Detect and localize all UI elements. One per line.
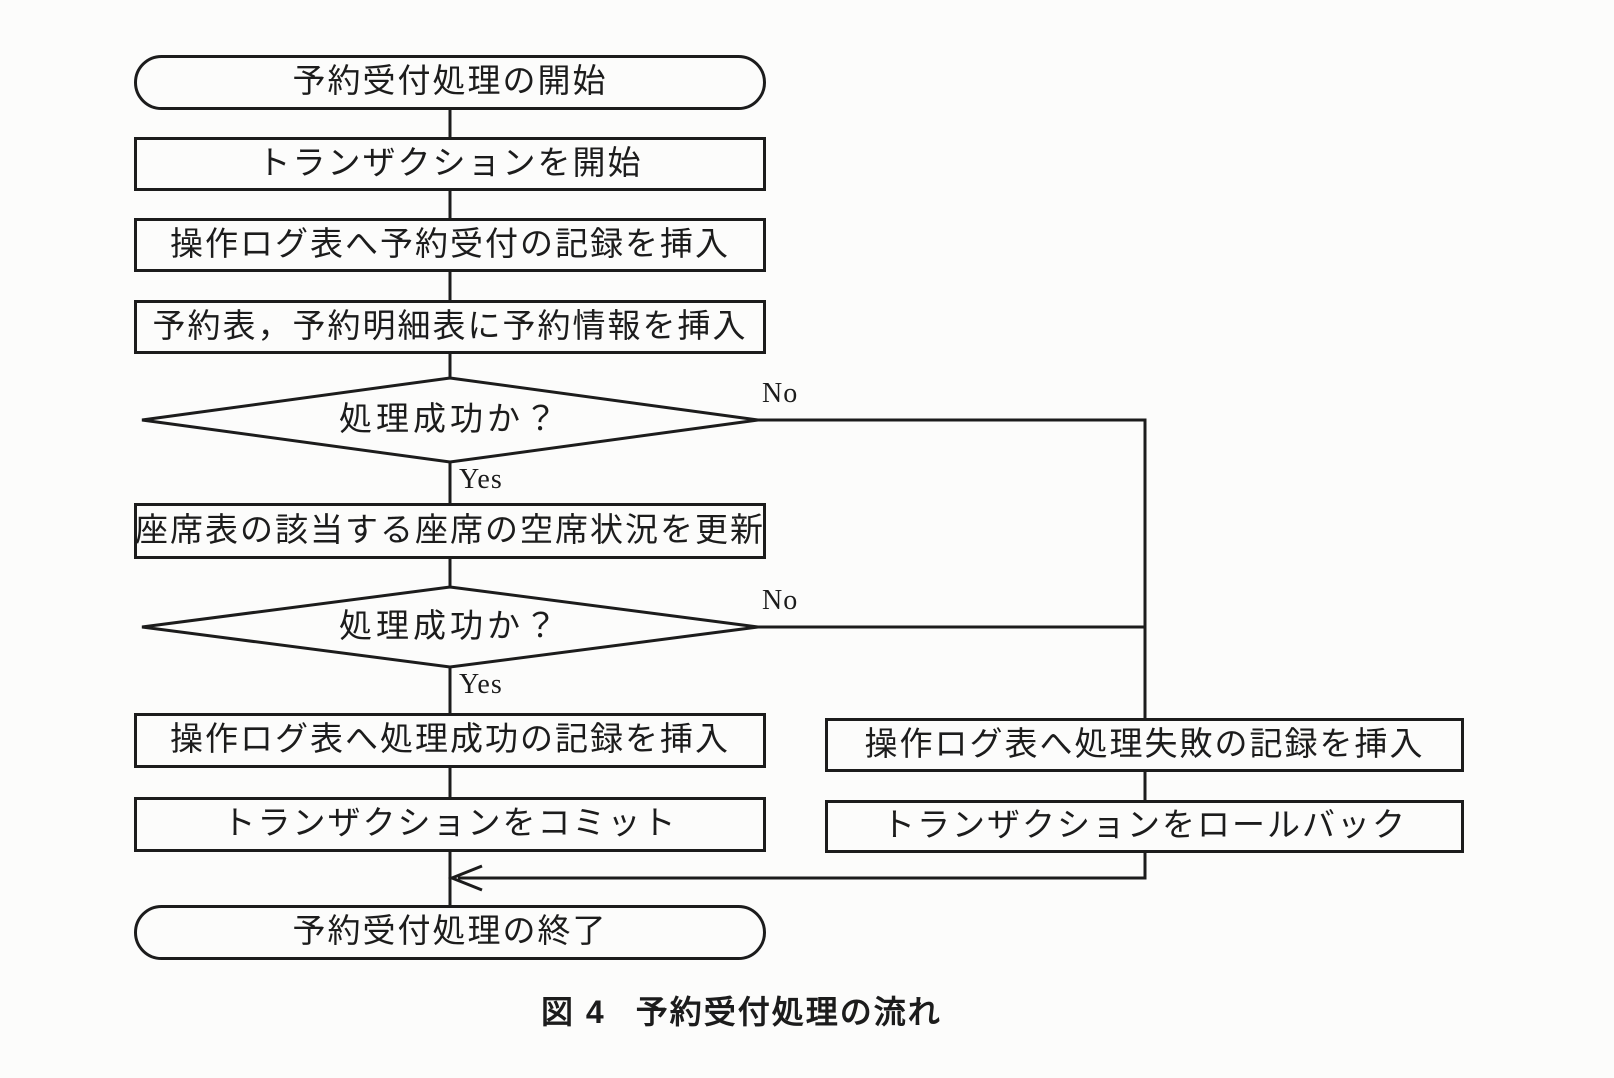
insert-accept-log-node: 操作ログ表へ予約受付の記録を挿入 [134, 218, 766, 272]
begin-transaction-node: トランザクションを開始 [134, 137, 766, 191]
insert-success-log-node: 操作ログ表へ処理成功の記録を挿入 [134, 713, 766, 768]
start-node: 予約受付処理の開始 [134, 55, 766, 110]
decision-diamond-2 [141, 585, 759, 669]
no-branch-1-line [756, 418, 1147, 718]
figure-caption: 図 4 予約受付処理の流れ [541, 992, 942, 1034]
decision-2-label: 処理成功か？ [339, 608, 561, 645]
rollback-node: トランザクションをロールバック [825, 800, 1464, 853]
insert-failure-log-node: 操作ログ表へ処理失敗の記録を挿入 [825, 718, 1464, 772]
end-node: 予約受付処理の終了 [134, 905, 766, 960]
commit-node: トランザクションをコミット [134, 797, 766, 852]
no-label-2: No [762, 585, 799, 616]
yes-label-2: Yes [459, 669, 503, 700]
decision-1-label: 処理成功か？ [339, 401, 561, 438]
figure-title: 予約受付処理の流れ [635, 994, 942, 1030]
update-seats-node: 座席表の該当する座席の空席状況を更新 [134, 503, 766, 559]
insert-reservation-node: 予約表，予約明細表に予約情報を挿入 [134, 300, 766, 354]
decision-diamond-1 [141, 376, 759, 464]
yes-label-1: Yes [459, 464, 503, 495]
figure-label: 図 4 [541, 994, 606, 1030]
no-label-1: No [762, 378, 799, 409]
right-column-connectors [458, 772, 1147, 880]
merge-arrowhead [447, 864, 483, 892]
